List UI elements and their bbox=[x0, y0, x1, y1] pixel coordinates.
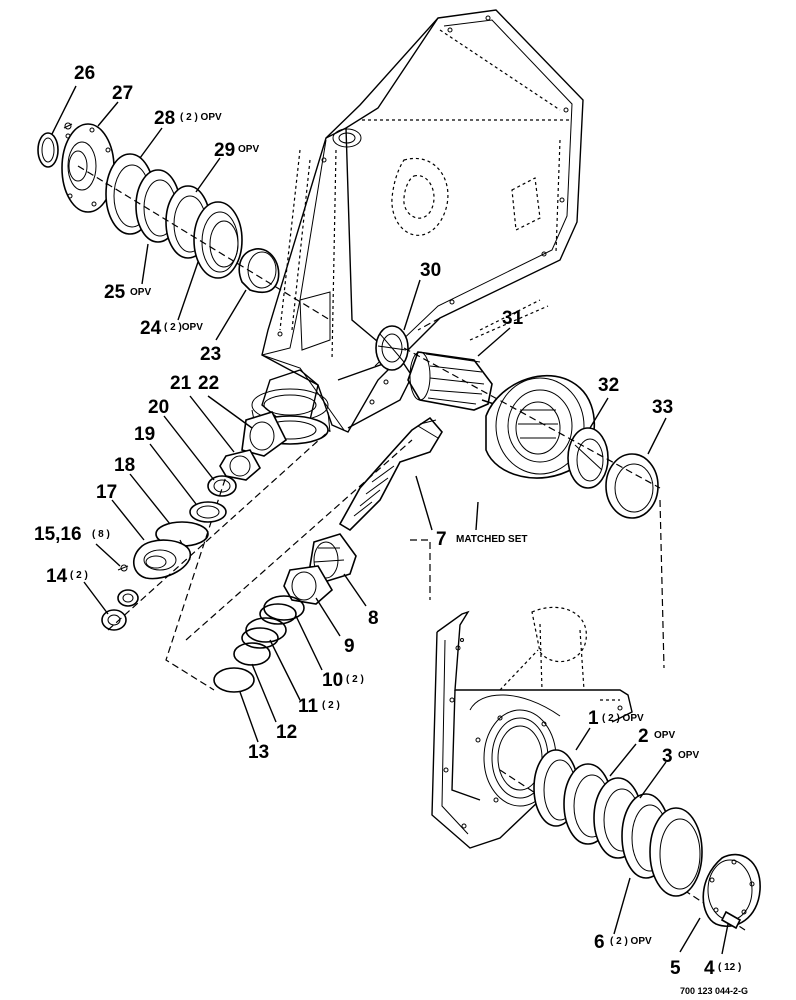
callout-17: 17 bbox=[96, 482, 117, 503]
callout-6-qty: ( 2 ) OPV bbox=[610, 936, 652, 947]
callout-7: 7 bbox=[436, 529, 447, 550]
part-11-shim bbox=[245, 617, 287, 643]
callout-25-qty: OPV bbox=[130, 287, 151, 298]
part-26-seal bbox=[37, 132, 59, 168]
callout-3: 3 bbox=[662, 746, 673, 767]
callout-1-qty: ( 2 ) OPV bbox=[602, 713, 644, 724]
callout-21: 21 bbox=[170, 373, 192, 394]
callout-4: 4 bbox=[704, 958, 715, 979]
part-6-shim-b bbox=[649, 807, 703, 897]
callout-29: 29 bbox=[214, 140, 235, 161]
callout-1: 1 bbox=[588, 708, 599, 729]
callout-26: 26 bbox=[74, 63, 95, 84]
callout-11: 11 bbox=[298, 696, 319, 717]
callout-5: 5 bbox=[670, 958, 681, 979]
callout-15-16: 15,16 bbox=[34, 524, 82, 545]
callout-32: 32 bbox=[598, 375, 619, 396]
callout-labels: 26 27 28 ( 2 ) OPV 29 OPV 25 OPV 24 ( 2 … bbox=[34, 63, 748, 996]
callout-28-qty: ( 2 ) OPV bbox=[180, 112, 222, 123]
part-21-bearing bbox=[219, 449, 262, 481]
part-4-bolt bbox=[720, 910, 742, 930]
input-shaft-gear-assembly bbox=[375, 325, 661, 519]
part-32-bearing bbox=[567, 427, 609, 489]
callout-13: 13 bbox=[248, 742, 269, 763]
callout-22: 22 bbox=[198, 373, 219, 394]
part-10-shim bbox=[263, 595, 305, 621]
part-8-cone-bearing bbox=[309, 533, 357, 583]
part-31-pinion-gear bbox=[407, 351, 493, 411]
part-13-shim bbox=[213, 667, 255, 693]
callout-2-qty: OPV bbox=[654, 730, 675, 741]
part-23-race bbox=[238, 248, 280, 294]
callout-14-qty: ( 2 ) bbox=[70, 570, 88, 581]
callout-12: 12 bbox=[276, 722, 297, 743]
part-24-shim bbox=[193, 201, 243, 279]
callout-19: 19 bbox=[134, 424, 155, 445]
callout-33: 33 bbox=[652, 397, 673, 418]
callout-27: 27 bbox=[112, 83, 133, 104]
callout-3-qty: OPV bbox=[678, 750, 699, 761]
callout-2: 2 bbox=[638, 726, 649, 747]
part-17-cap bbox=[133, 539, 192, 580]
callout-31: 31 bbox=[502, 308, 524, 329]
part-20-washer bbox=[207, 475, 237, 497]
callout-9: 9 bbox=[344, 636, 355, 657]
lower-bearing-cap-stack bbox=[410, 499, 761, 931]
callout-23: 23 bbox=[200, 344, 221, 365]
part-14-washer bbox=[117, 589, 139, 607]
callout-25: 25 bbox=[104, 282, 126, 303]
callout-7-qty: MATCHED SET bbox=[456, 534, 527, 545]
pinion-shaft-assembly bbox=[101, 411, 443, 693]
callout-28: 28 bbox=[154, 108, 175, 129]
callout-10-qty: ( 2 ) bbox=[346, 674, 364, 685]
callout-4-qty: ( 12 ) bbox=[718, 962, 741, 973]
lower-gearbox-housing bbox=[431, 606, 633, 849]
callout-20: 20 bbox=[148, 397, 169, 418]
callout-11-qty: ( 2 ) bbox=[322, 700, 340, 711]
part-7-ring-gear bbox=[485, 374, 596, 479]
callout-29-qty: OPV bbox=[238, 144, 259, 155]
callout-24: 24 bbox=[140, 318, 162, 339]
part-33-race bbox=[605, 453, 659, 519]
callout-24-qty: ( 2 )OPV bbox=[164, 322, 203, 333]
upper-bearing-cap-stack bbox=[37, 122, 331, 321]
callout-18: 18 bbox=[114, 455, 135, 476]
callout-6: 6 bbox=[594, 932, 605, 953]
leader-lines bbox=[51, 85, 729, 955]
callout-15-16-qty: ( 8 ) bbox=[92, 529, 110, 540]
drawing-code: 700 123 044-2-G bbox=[680, 986, 748, 996]
callout-14: 14 bbox=[46, 566, 68, 587]
callout-8: 8 bbox=[368, 608, 379, 629]
part-19-seal bbox=[189, 501, 227, 523]
callout-10: 10 bbox=[322, 670, 343, 691]
callout-30: 30 bbox=[420, 260, 441, 281]
